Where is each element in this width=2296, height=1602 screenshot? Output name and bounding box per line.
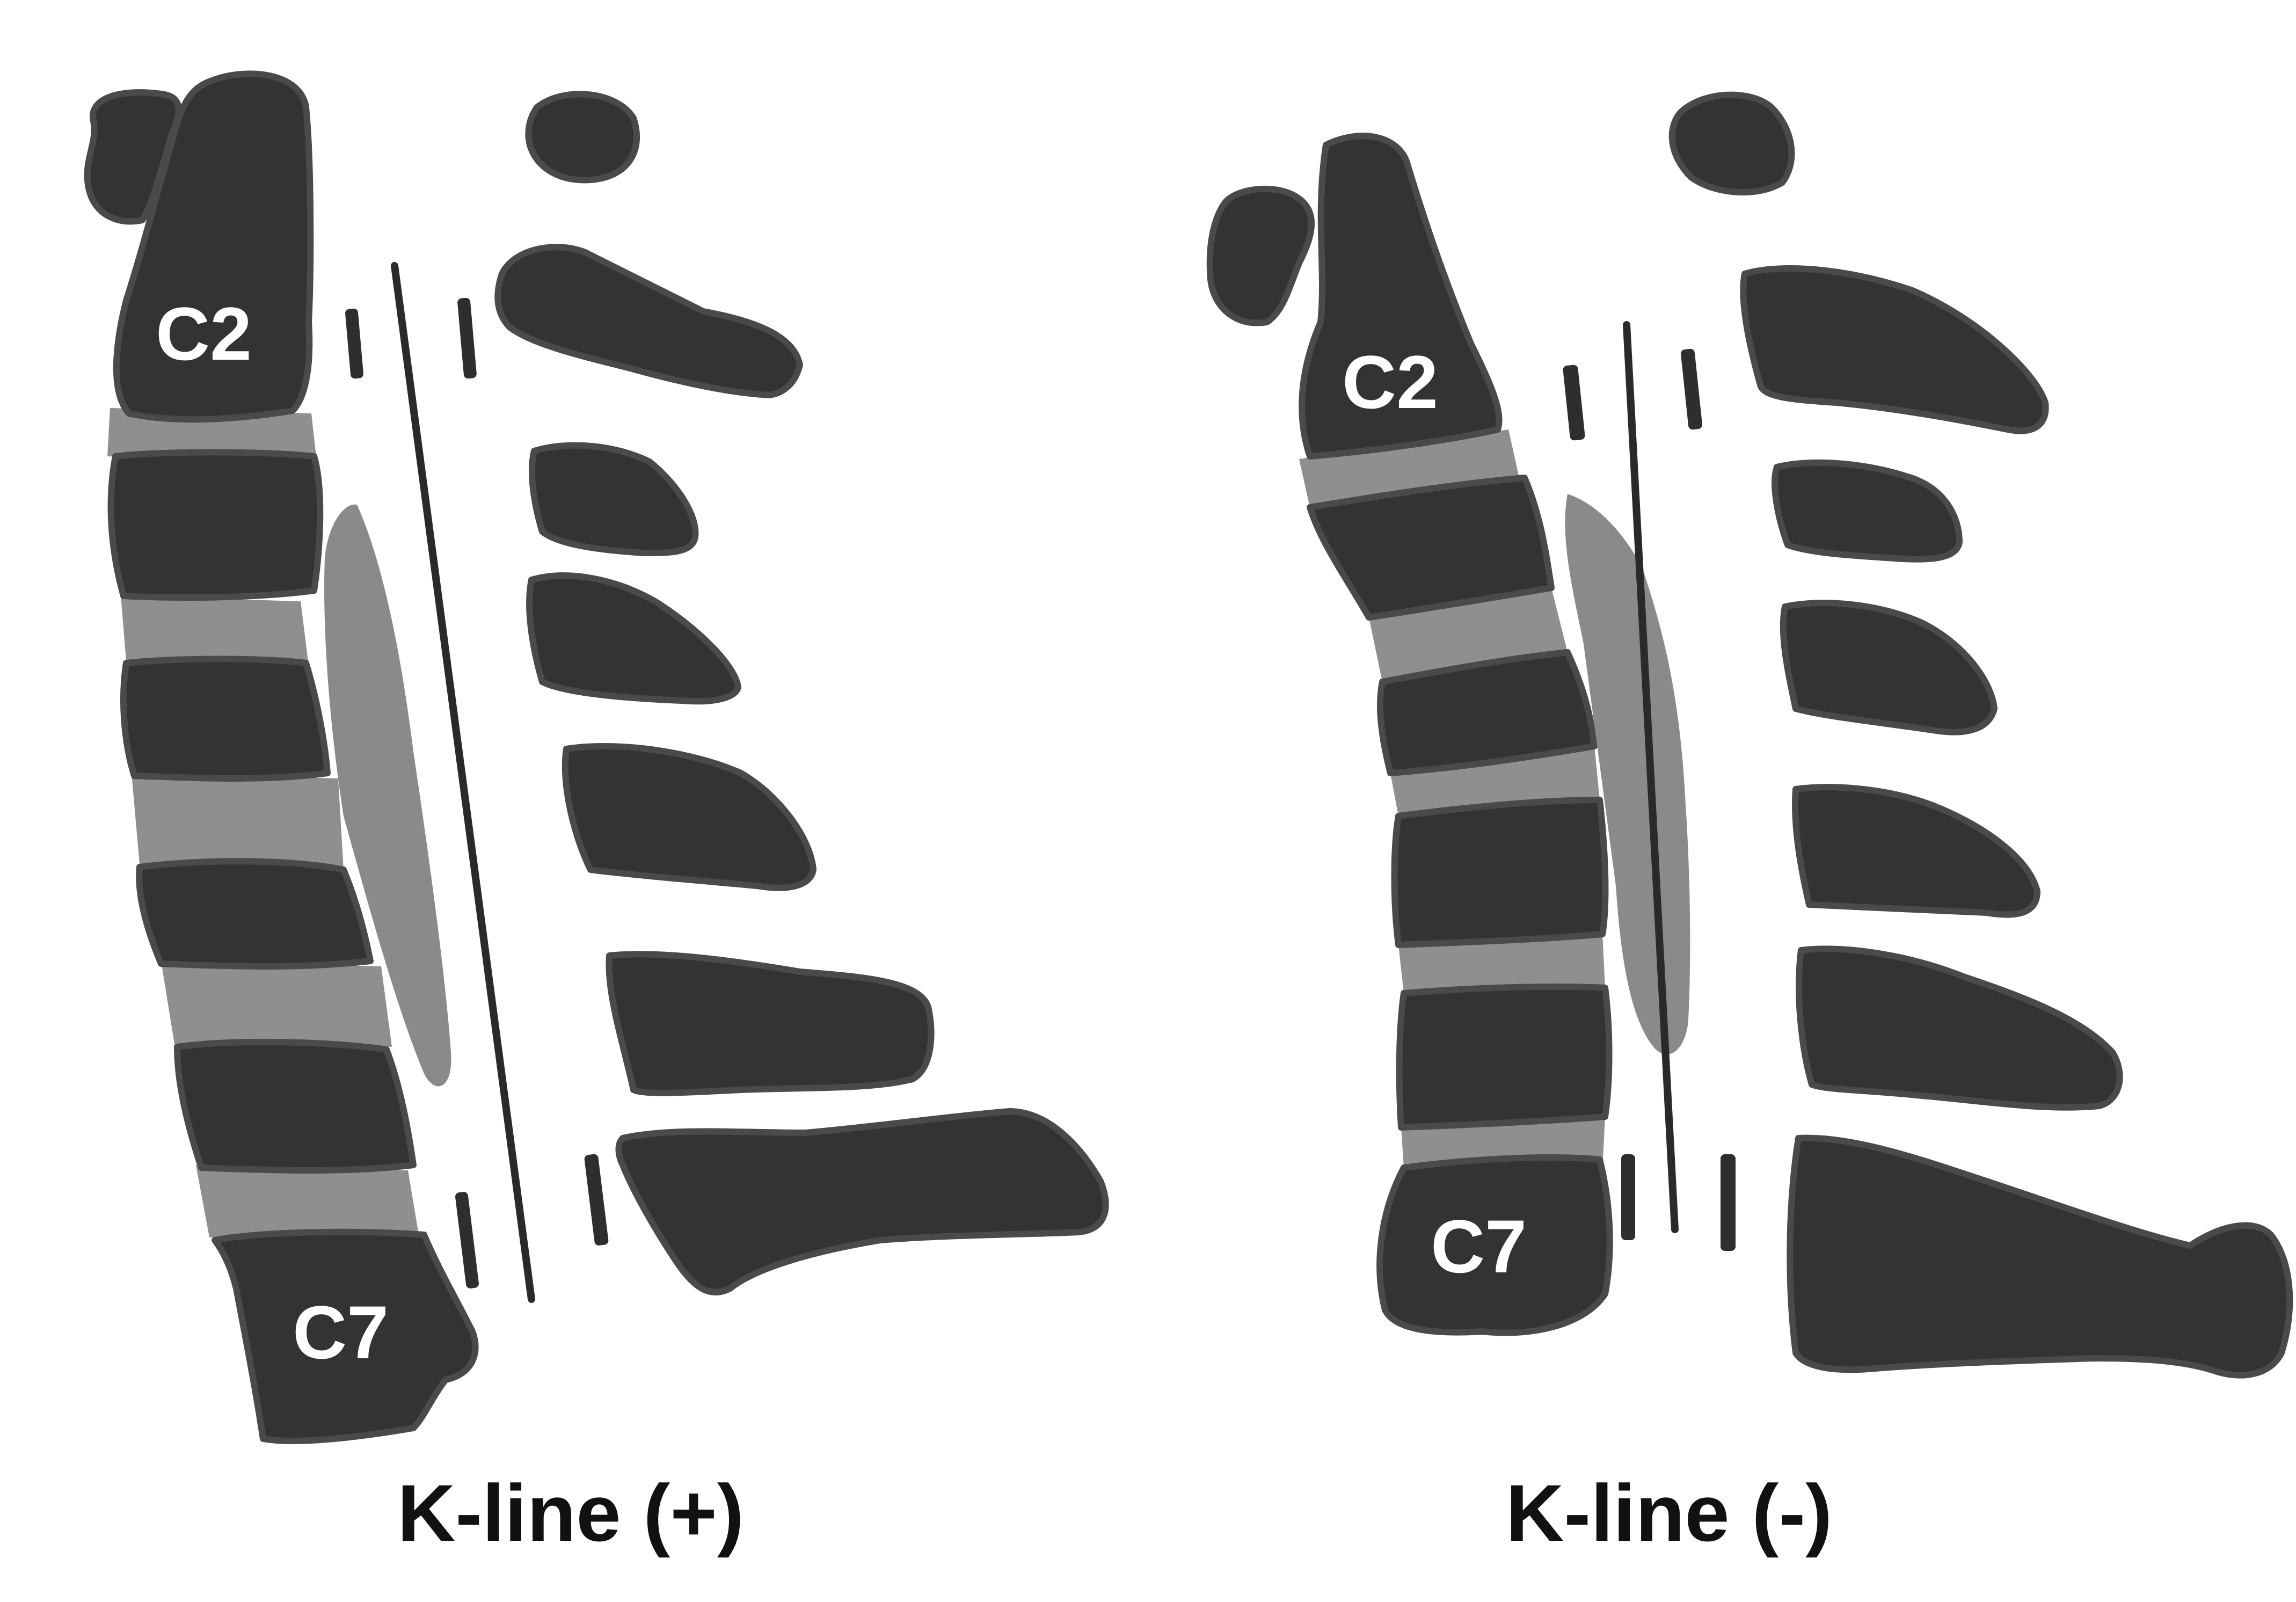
vertebra-label-lower: C7 <box>1431 1204 1527 1288</box>
disc-c6-c7 <box>196 1165 419 1237</box>
canal-marker-upper-posterior <box>1681 348 1702 430</box>
vertebra-c3 <box>1307 475 1555 621</box>
canal-marker-upper-posterior <box>457 297 477 379</box>
canal-marker-upper-anterior <box>345 308 363 379</box>
k-line <box>1623 321 1679 1233</box>
spinous-process-c7 <box>615 1108 1109 1295</box>
vertebra-c6 <box>1396 984 1613 1131</box>
disc-c3-c4 <box>121 596 309 666</box>
intervertebral-discs <box>107 408 419 1237</box>
spinous-process-c6 <box>1796 945 2123 1111</box>
spinous-process-c4 <box>526 572 741 705</box>
spinous-process-c7 <box>1787 1134 2293 1379</box>
disc-c4-c5 <box>132 773 344 870</box>
panel-caption: K-line (-) <box>1506 1468 1832 1558</box>
vertebra-c4 <box>1376 649 1598 776</box>
posterior-arch-c1 <box>525 91 640 184</box>
vertebra-label-upper: C2 <box>156 292 252 376</box>
spinous-process-c2 <box>1740 265 2049 434</box>
ossified-posterior-longitudinal-ligament <box>324 504 451 1087</box>
vertebra-c2 <box>113 70 314 423</box>
canal-marker-lower-anterior <box>1621 1154 1635 1240</box>
vertebra-c2 <box>1299 133 1503 460</box>
spinous-process-c3 <box>529 442 699 556</box>
vertebral-bodies <box>1206 133 1613 1336</box>
canal-marker-lower-anterior <box>455 1192 479 1288</box>
vertebra-c3 <box>107 449 324 601</box>
vertebra-label-lower: C7 <box>293 1290 389 1374</box>
disc-c2-c3 <box>1299 429 1519 507</box>
vertebra-c7 <box>212 1228 479 1444</box>
canal-marker-lower-posterior <box>1721 1154 1736 1251</box>
posterior-arch-c1 <box>1668 91 1795 196</box>
vertebra-c6 <box>174 1038 417 1174</box>
spinal-canal-markers <box>345 297 609 1288</box>
posterior-elements <box>1668 91 2293 1379</box>
anterior-arch-c1 <box>1206 185 1315 326</box>
vertebra-c5 <box>136 858 374 970</box>
vertebra-label-upper: C2 <box>1342 340 1438 424</box>
vertebra-c5 <box>1391 797 1609 948</box>
spinous-process-c5 <box>562 743 817 891</box>
panel-caption: K-line (+) <box>397 1468 744 1558</box>
k-line <box>391 262 535 1303</box>
disc-c5-c6 <box>161 961 392 1047</box>
panel-k-line-negative: C2 C7 K-line (-) <box>1206 91 2293 1558</box>
spinous-process-c4 <box>1780 600 1998 736</box>
vertebra-c4 <box>120 656 331 782</box>
spinal-canal-markers <box>1563 348 1736 1251</box>
panel-k-line-positive: C2 C7 K-line (+) <box>84 70 1109 1558</box>
posterior-elements <box>494 91 1109 1295</box>
vertebral-bodies <box>84 70 479 1444</box>
spinous-process-c3 <box>1772 459 1963 563</box>
spinous-process-c6 <box>606 951 935 1096</box>
spinous-process-c2 <box>494 244 803 398</box>
disc-c2-c3 <box>107 408 317 462</box>
canal-marker-upper-anterior <box>1563 365 1585 441</box>
vertebra-c7 <box>1376 1154 1613 1336</box>
canal-marker-lower-posterior <box>584 1154 609 1246</box>
disc-c5-c6 <box>1398 934 1605 993</box>
spinous-process-c5 <box>1792 784 2040 918</box>
